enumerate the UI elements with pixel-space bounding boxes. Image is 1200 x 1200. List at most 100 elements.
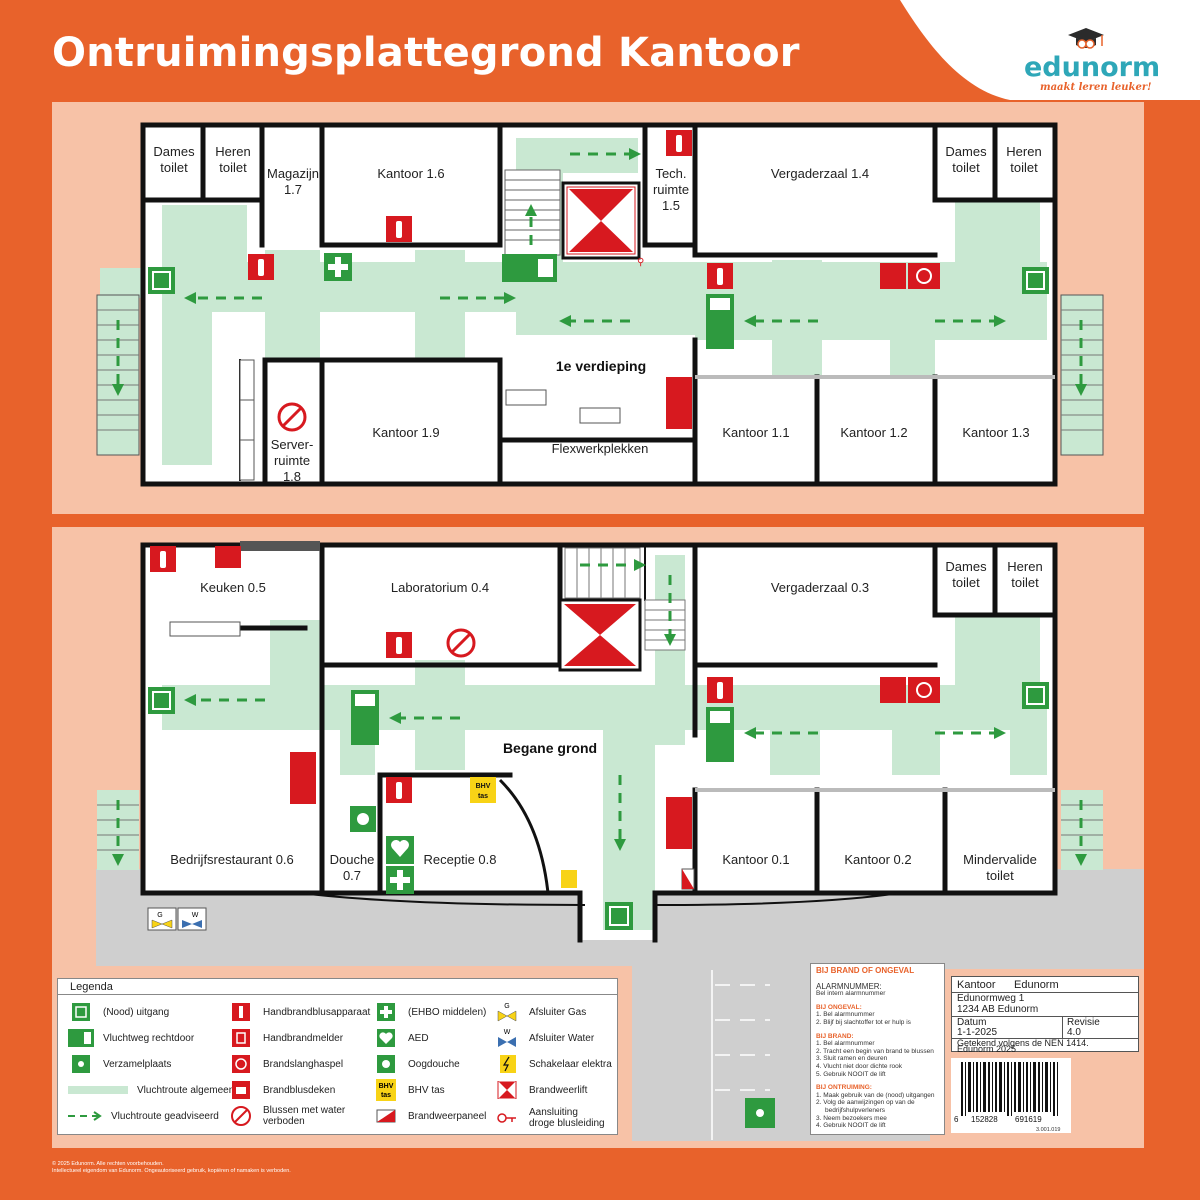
room-label: toilet: [986, 868, 1014, 883]
legend-item: Handbrandmelder: [228, 1029, 343, 1047]
fire-extinguisher-icon: [228, 1003, 254, 1021]
fire-lift-icon: [494, 1080, 520, 1100]
date-label: Datum: [957, 1017, 987, 1028]
copyright-line: © 2025 Edunorm. Alle rechten voorbehoude…: [52, 1161, 164, 1167]
svg-text:BHV: BHV: [379, 1083, 394, 1090]
room-label: ruimte: [653, 182, 689, 197]
room-label: Kantoor 0.1: [722, 852, 789, 867]
revision-label: Revisie: [1067, 1017, 1100, 1028]
svg-text:Kantoor 1.1: Kantoor 1.1: [722, 425, 789, 440]
alarm-sub: Bel intern alarmnummer: [816, 990, 886, 998]
copyright: © 2025 Edunorm. Alle rechten voorbehoude…: [52, 1161, 291, 1175]
instruction-line: 2. Volg de aanwijzingen op van de: [816, 1099, 915, 1107]
svg-text:BHV: BHV: [476, 783, 491, 790]
fire-blanket-sign: [215, 546, 241, 568]
svg-text:toilet: toilet: [986, 868, 1014, 883]
electric-switch-sign: [561, 870, 577, 888]
room-label: Keuken 0.5: [200, 580, 266, 595]
electric-switch-icon: [494, 1055, 520, 1073]
floor-label: 1e verdieping: [556, 358, 646, 374]
svg-text:Heren: Heren: [1006, 144, 1041, 159]
room-label: ruimte: [274, 453, 310, 468]
svg-text:toilet: toilet: [1011, 575, 1039, 590]
aed-icon: [373, 1029, 399, 1047]
svg-text:Server-: Server-: [271, 437, 314, 452]
instruction-line: 1. Maak gebruik van de (nood) uitgangen: [816, 1091, 935, 1099]
svg-text:toilet: toilet: [160, 160, 188, 175]
svg-text:toilet: toilet: [952, 575, 980, 590]
svg-text:Dames: Dames: [153, 144, 195, 159]
instruction-line: 4. Vlucht niet door dichte rook: [816, 1062, 902, 1070]
instruction-line: 3. Sluit ramen en deuren: [816, 1055, 888, 1063]
room-label: 1.7: [284, 182, 302, 197]
barcode-graphic: 6 152828 691619 3.001.019: [954, 1062, 1060, 1133]
legend-item: Brandweerpaneel: [373, 1107, 486, 1125]
first-aid-icon: [373, 1003, 399, 1021]
svg-text:0.7: 0.7: [343, 868, 361, 883]
room-label: Kantoor 1.2: [840, 425, 907, 440]
legend-item: Brandweerlift: [494, 1080, 587, 1100]
svg-text:Tech.: Tech.: [655, 166, 686, 181]
room-label: Heren: [1006, 144, 1041, 159]
svg-text:G: G: [157, 912, 162, 919]
room-label: toilet: [219, 160, 247, 175]
fire-blanket-sign: [290, 778, 316, 804]
svg-text:Flexwerkplekken: Flexwerkplekken: [552, 441, 649, 456]
title-block: Kantoor Edunorm Edunormweg 1 1234 AB Edu…: [951, 976, 1139, 1054]
svg-text:1.8: 1.8: [283, 469, 301, 484]
legend-item: W Afsluiter Water: [494, 1027, 594, 1049]
room-label: Receptie 0.8: [424, 852, 497, 867]
room-label: Laboratorium 0.4: [391, 580, 489, 595]
room-label: Kantoor 1.6: [377, 166, 444, 181]
room-label: Tech.: [655, 166, 686, 181]
logo-tagline: maakt leren leuker!: [1040, 82, 1152, 93]
room-label: Kantoor 0.2: [844, 852, 911, 867]
svg-text:Vergaderzaal 1.4: Vergaderzaal 1.4: [771, 166, 869, 181]
room-label: toilet: [160, 160, 188, 175]
city: 1234 AB Edunorm: [957, 1004, 1039, 1015]
instruction-line: 4. Gebruik NOOIT de lift: [816, 1122, 886, 1130]
lower-floor-plan: BHV tas G W Keuken 0.5 Laboratorium 0.4 …: [97, 541, 1103, 1140]
building-name: Kantoor: [957, 979, 996, 991]
svg-text:Dames: Dames: [945, 144, 987, 159]
bhv-label: tas: [478, 793, 488, 800]
upper-floor-plan: ⚲ Dames toilet Heren toilet Magazijn 1.7…: [96, 122, 1104, 487]
room-label: Kantoor 1.9: [372, 425, 439, 440]
fire-hose-sign: [908, 263, 940, 289]
svg-text:Receptie 0.8: Receptie 0.8: [424, 852, 497, 867]
instruction-line: 3. Neem bezoekers mee: [816, 1114, 887, 1122]
bhv-bag-sign: [470, 777, 496, 803]
svg-text:152828: 152828: [971, 1115, 998, 1124]
fire-blanket-sign: [666, 823, 692, 849]
street: Edunormweg 1: [957, 993, 1025, 1004]
legend-item: (EHBO middelen): [373, 1003, 486, 1021]
fire-hose-sign: [908, 677, 940, 703]
water-valve-icon: W: [494, 1027, 520, 1049]
fire-alarm-icon: [228, 1029, 254, 1047]
no-water-icon: [228, 1105, 254, 1127]
room-label: Mindervalide: [963, 852, 1037, 867]
fire-alarm-sign: [880, 263, 906, 289]
svg-text:Magazijn: Magazijn: [267, 166, 319, 181]
svg-text:1.7: 1.7: [284, 182, 302, 197]
barcode: 6 152828 691619 3.001.019: [951, 1058, 1071, 1133]
svg-text:1e verdieping: 1e verdieping: [556, 358, 646, 374]
dry-riser-icon: [494, 1109, 520, 1127]
svg-text:Dames: Dames: [945, 559, 987, 574]
eye-shower-icon: [373, 1055, 399, 1073]
svg-text:toilet: toilet: [952, 160, 980, 175]
escape-route-advised-icon: [68, 1107, 102, 1125]
svg-text:Heren: Heren: [215, 144, 250, 159]
room-label: 1.8: [283, 469, 301, 484]
svg-text:Kantoor 1.9: Kantoor 1.9: [372, 425, 439, 440]
svg-text:Begane grond: Begane grond: [503, 740, 597, 756]
instruction-line: bedrijfshulpverleners: [816, 1106, 886, 1114]
legend-item: Verzamelplaats: [68, 1055, 171, 1073]
instructions-heading: BIJ BRAND OF ONGEVAL: [816, 966, 915, 975]
legend-title: Legenda: [58, 979, 617, 995]
svg-text:toilet: toilet: [219, 160, 247, 175]
section-title: BIJ ONTRUIMING:: [816, 1084, 872, 1092]
